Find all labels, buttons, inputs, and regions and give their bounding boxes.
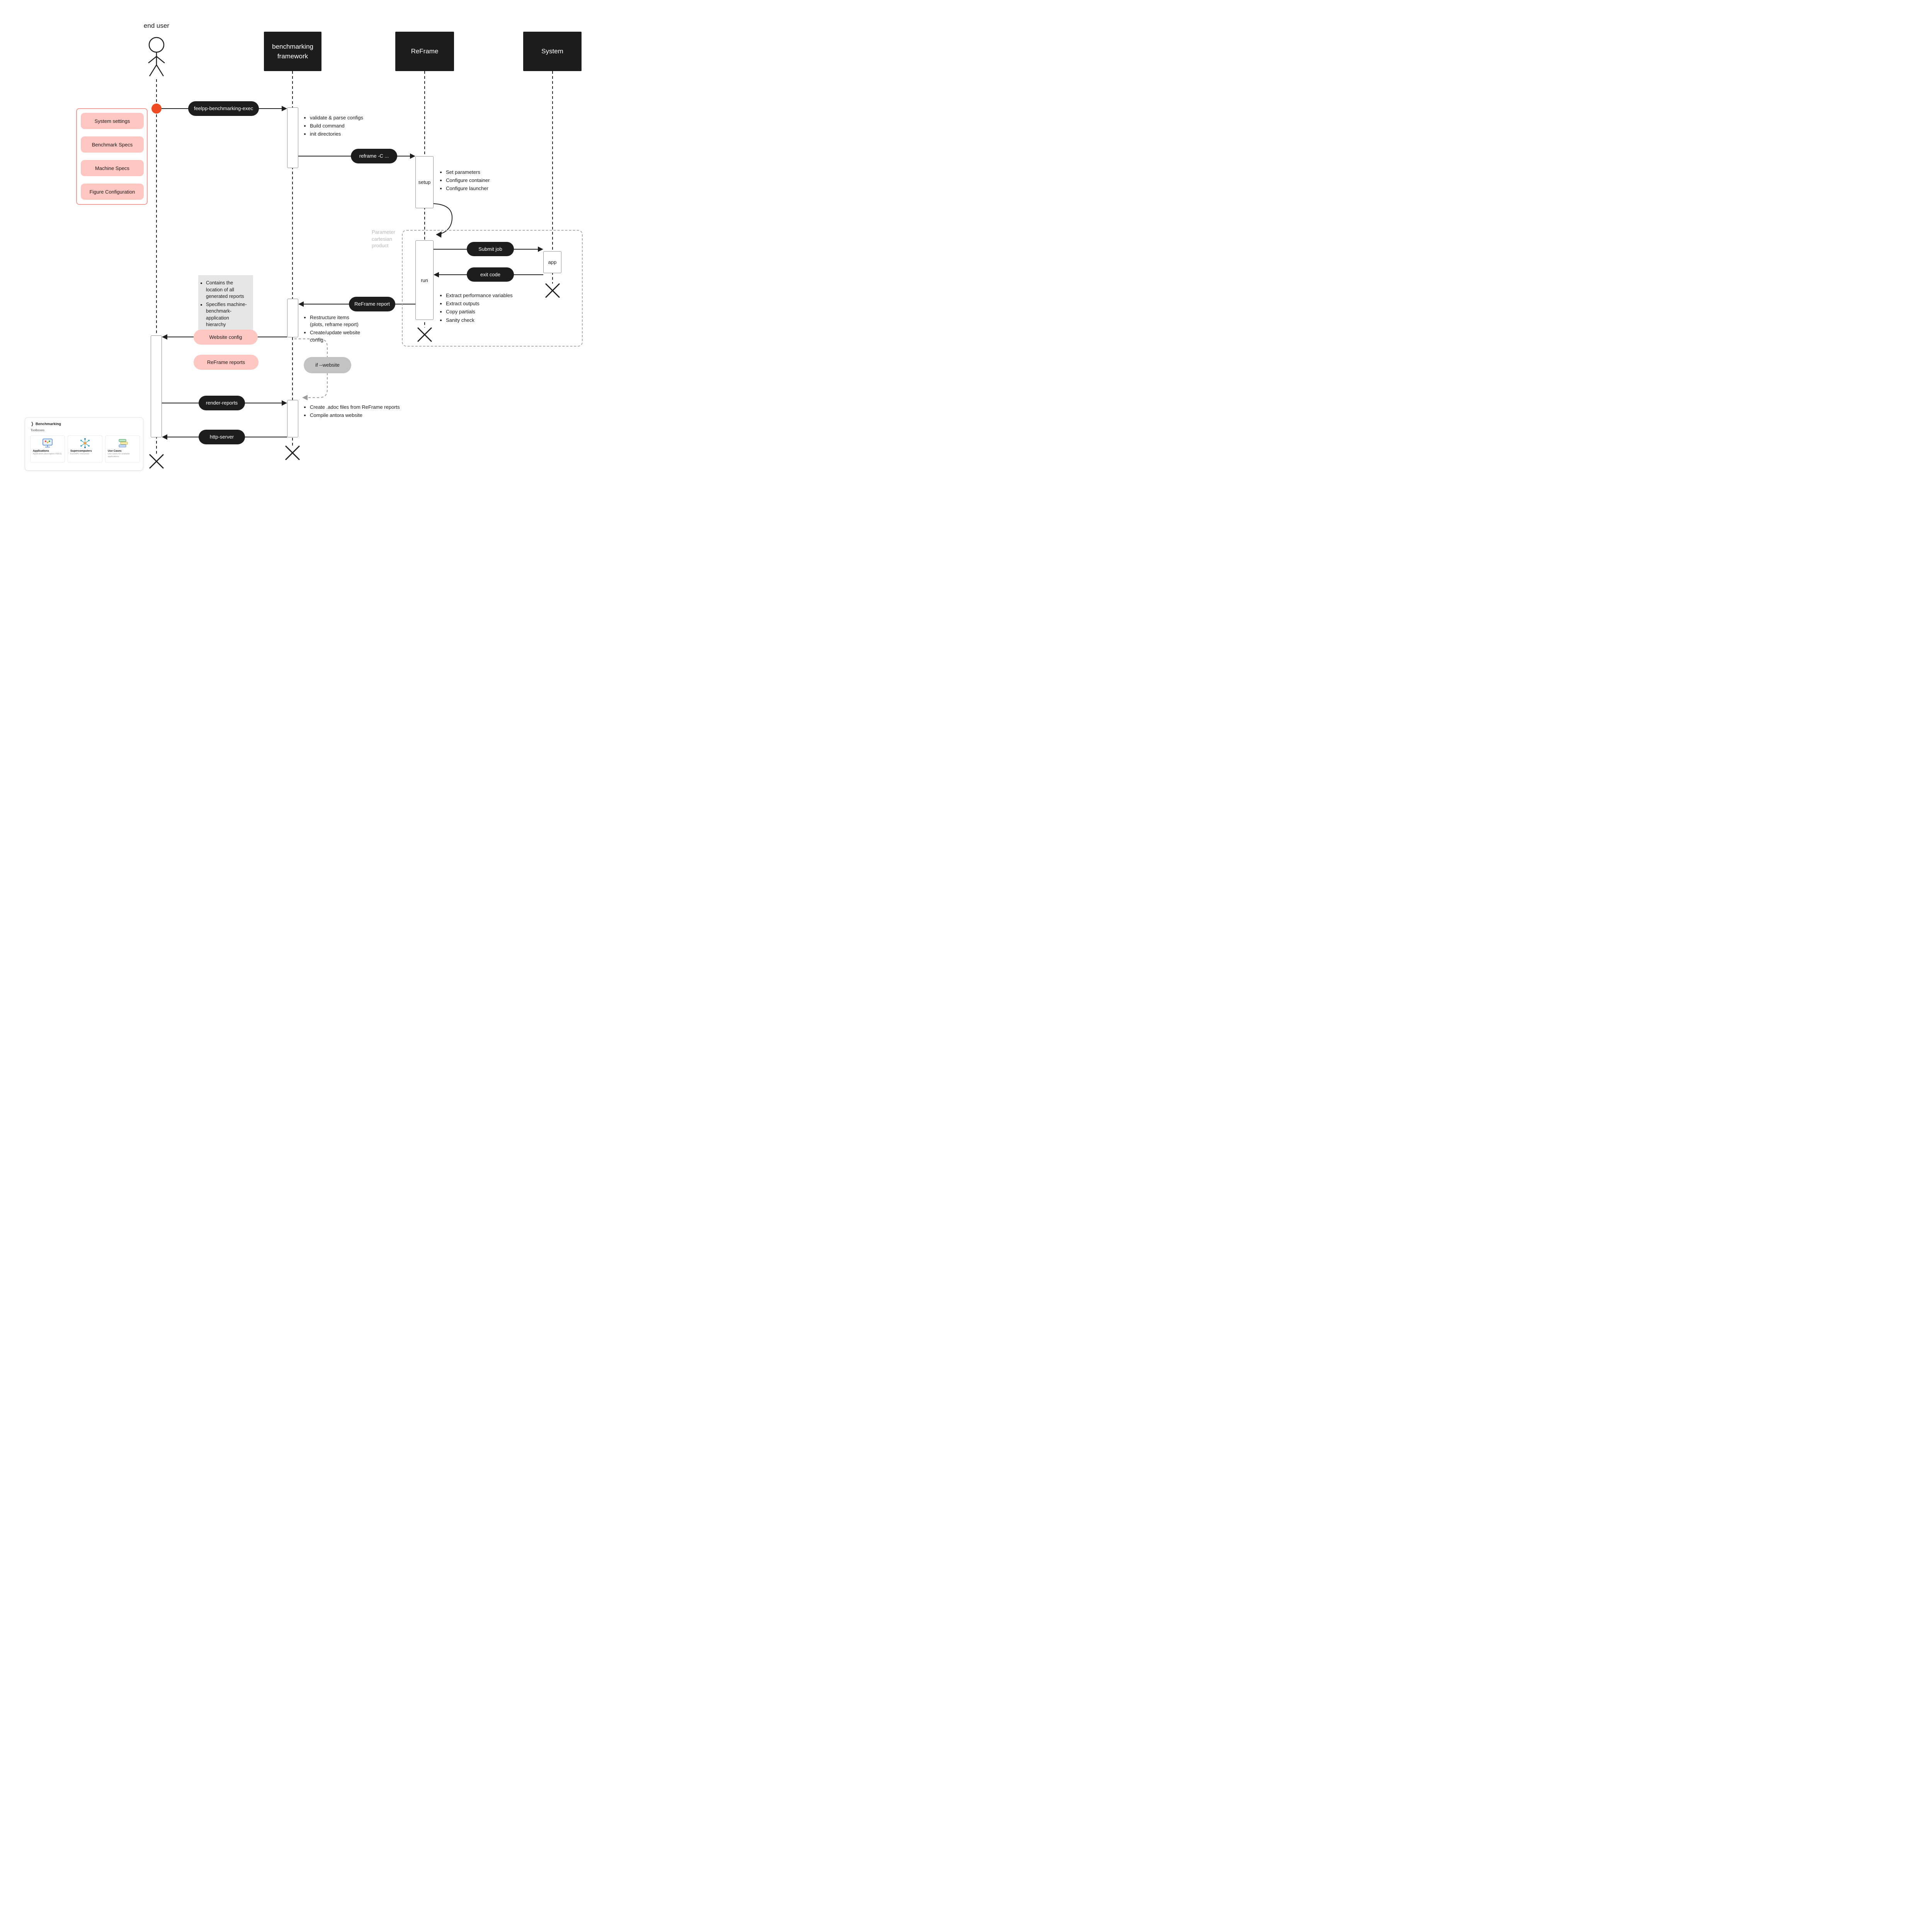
app-activation: app [543, 251, 561, 273]
site-card-label: Applications [33, 450, 49, 452]
bullet-item: Contains the location of all generated r… [206, 280, 250, 300]
cartesian-product-region [402, 230, 583, 347]
framework-activation-2 [287, 299, 298, 337]
website-preview-card: Benchmarking Toolboxes Applications Appl… [25, 417, 143, 471]
bullet-item: Extract outputs [446, 300, 536, 307]
message-reframe-reports: ReFrame reports [194, 355, 259, 370]
bullet-item: Copy partials [446, 308, 536, 315]
setup-activation: setup [415, 156, 434, 208]
framework-init-bullets: validate & parse configs Build command i… [304, 113, 393, 139]
bullet-item: Sanity check [446, 317, 536, 324]
cartesian-product-region-label: Parameter cartesian product [372, 229, 395, 249]
config-item-machine-specs: Machine Specs [81, 160, 144, 176]
restructure-bullets: Restructure items (plots, reframe report… [304, 313, 362, 345]
site-card-supercomputers: Supercomputers EuroHPC resources [68, 435, 102, 463]
site-card-label: Supercomputers [70, 450, 92, 452]
end-user-actor-icon [148, 37, 165, 77]
site-card-sub: Use cases for available applications [108, 453, 130, 458]
bullet-item: Restructure items (plots, reframe report… [310, 314, 362, 328]
framework-activation-1 [287, 107, 298, 168]
message-website-config: Website config [194, 330, 258, 345]
message-exec: feelpp-benchmarking-exec [188, 101, 259, 116]
bullet-item: Create .adoc files from ReFrame reports [310, 404, 416, 411]
message-exit-code: exit code [467, 267, 514, 282]
end-user-activation [151, 335, 162, 437]
site-card-use-cases: Use Cases Use cases for available applic… [105, 435, 140, 463]
site-card-applications: Applications Application (description FE… [30, 435, 65, 463]
site-card-label: Use Cases [108, 450, 122, 452]
setup-to-run-connector [433, 203, 453, 238]
condition-if-website: if --website [304, 357, 351, 373]
destroy-crosses [149, 283, 560, 469]
config-item-benchmark-specs: Benchmark Specs [81, 136, 144, 153]
config-panel: System settings Benchmark Specs Machine … [76, 108, 148, 205]
config-item-figure-configuration: Figure Configuration [81, 184, 144, 200]
start-dot [151, 104, 162, 114]
bullet-item: Set parameters [446, 169, 525, 176]
run-post-bullets: Extract performance variables Extract ou… [440, 291, 536, 325]
message-render-reports: render-reports [199, 396, 245, 410]
message-reframe-report: ReFrame report [349, 297, 395, 311]
framework-activation-3 [287, 400, 298, 437]
system-actor-box: System [523, 32, 582, 71]
sequence-diagram: Parameter cartesian product end user ben… [0, 0, 634, 519]
layers-icon [108, 437, 137, 449]
bullet-item: Configure launcher [446, 185, 525, 192]
framework-actor-box: benchmarking framework [264, 32, 321, 71]
bullet-item: init directories [310, 131, 393, 138]
bullet-item: Extract performance variables [446, 292, 536, 299]
bullet-item: Specifies machine-benchmark-application … [206, 301, 250, 328]
site-title: Benchmarking [36, 422, 61, 426]
bullet-item: Build command [310, 122, 393, 129]
setup-bullets: Set parameters Configure container Confi… [440, 168, 525, 194]
message-submit-job: Submit job [467, 242, 514, 256]
render-bullets: Create .adoc files from ReFrame reports … [304, 403, 416, 420]
site-card-sub: EuroHPC resources [70, 453, 89, 455]
reframe-actor-box: ReFrame [395, 32, 454, 71]
bullet-item: Create/update website config [310, 329, 362, 343]
message-http-server: http-server [199, 430, 245, 444]
report-note: Contains the location of all generated r… [198, 275, 253, 333]
end-user-label: end user [143, 22, 170, 29]
run-activation: run [415, 240, 434, 320]
config-item-system-settings: System settings [81, 113, 144, 129]
bullet-item: validate & parse configs [310, 114, 393, 121]
network-icon [70, 437, 100, 449]
site-logo-icon [31, 422, 33, 427]
bullet-item: Compile antora website [310, 412, 416, 419]
monitor-icon [33, 437, 62, 449]
message-reframe-cmd: reframe -C ... [351, 149, 397, 163]
conditional-path [294, 338, 328, 400]
bullet-item: Configure container [446, 177, 525, 184]
site-subtitle: Toolboxes [31, 429, 45, 432]
site-card-sub: Application (description FEES) [33, 453, 62, 455]
